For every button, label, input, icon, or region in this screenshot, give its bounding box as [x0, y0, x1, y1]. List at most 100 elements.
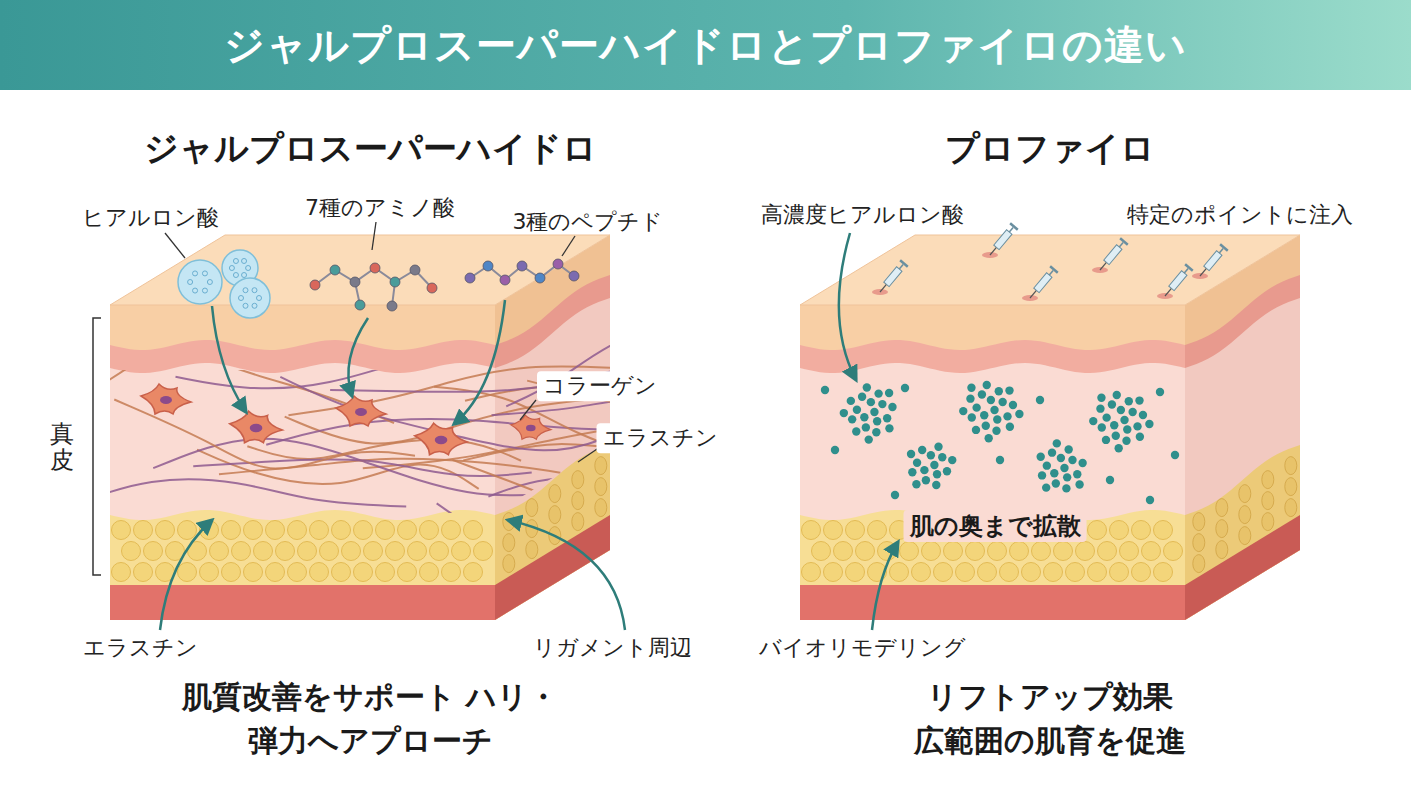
part-label: コラーゲン: [537, 371, 663, 401]
hyaluronic-dot: [1096, 404, 1104, 412]
hyaluronic-dot: [1009, 401, 1017, 409]
skin-layer-side: [1185, 275, 1300, 620]
fat-cell: [812, 542, 831, 561]
fat-cell: [549, 485, 561, 503]
hyaluronic-dot: [848, 415, 856, 423]
elastin-fiber: [175, 333, 509, 388]
hyaluronic-dot: [1036, 396, 1044, 404]
hyaluronic-dot: [982, 422, 990, 430]
chain-atom: [569, 271, 579, 281]
hyaluronic-dot: [1015, 410, 1023, 418]
fat-cell: [503, 534, 515, 552]
syringe-cap: [1009, 222, 1018, 230]
fat-cell: [846, 563, 865, 582]
fat-cell: [1285, 478, 1297, 496]
hyaluronic-dot: [912, 480, 920, 488]
hyaluronic-dot: [1114, 444, 1122, 452]
fat-cell: [386, 542, 405, 561]
fat-cell: [988, 542, 1007, 561]
fat-cell: [310, 563, 329, 582]
elastin-fiber: [80, 479, 406, 506]
syringe: [876, 259, 908, 295]
fat-cell: [1216, 541, 1228, 559]
layer-label: 真皮: [50, 421, 74, 474]
amino-acid-chain: [310, 263, 437, 311]
syringe-plunger: [1009, 227, 1013, 232]
part-label: エラスチン: [597, 423, 724, 453]
fat-cell: [134, 563, 153, 582]
fat-cell: [1216, 520, 1228, 538]
elastin-fiber: [488, 409, 805, 496]
pointer-arrow: [872, 542, 898, 630]
hyaluronic-dot: [972, 403, 980, 411]
syringe-needle: [1030, 290, 1036, 298]
syringe: [1026, 265, 1058, 301]
hyaluronic-dot: [1052, 479, 1060, 487]
fat-cell: [1132, 563, 1151, 582]
pointer-arrow: [212, 306, 246, 412]
syringe-needle: [880, 284, 886, 292]
collagen-fiber: [463, 413, 817, 461]
fat-cell: [572, 492, 584, 510]
hyaluronic-dot: [1057, 454, 1065, 462]
fat-cell: [1098, 542, 1117, 561]
hyaluronic-dot: [1037, 453, 1045, 461]
title-banner: [0, 0, 1411, 90]
chain-atom: [535, 273, 545, 283]
part-label: エラスチン: [83, 634, 198, 662]
hyaluronic-dot: [927, 451, 935, 459]
hyaluronic-dot: [1042, 483, 1050, 491]
fat-cell: [934, 563, 953, 582]
syringe-plunger: [1184, 268, 1188, 273]
skin-layer: [110, 363, 495, 620]
hyaluronic-dot: [862, 423, 870, 431]
chain-atom: [330, 265, 340, 275]
fat-cell: [222, 563, 241, 582]
syringe: [1161, 263, 1193, 299]
syringe-needle: [1100, 262, 1106, 270]
hyaluronic-dot: [1123, 425, 1131, 433]
panel-heading: プロファイロ: [945, 127, 1155, 170]
fat-cell: [1239, 527, 1251, 545]
hyaluronic-dot: [1106, 476, 1114, 484]
skin-layer-side: [1185, 298, 1300, 620]
fat-cell: [1000, 563, 1019, 582]
skin-block-right: [800, 222, 1300, 620]
fat-cell: [1054, 542, 1073, 561]
hyaluronic-dot: [852, 427, 860, 435]
hyaluronic-dot: [907, 450, 915, 458]
fat-cell: [254, 542, 273, 561]
leader-line: [165, 233, 185, 258]
hyaluronic-dot: [1098, 423, 1106, 431]
hyaluronic-dot: [1133, 422, 1141, 430]
cell-nucleus: [355, 408, 367, 416]
page-title: ジャルプロスーパーハイドロとプロファイロの違い: [224, 18, 1187, 73]
fat-cell: [1193, 555, 1205, 573]
leader-line: [562, 236, 575, 256]
fat-cell: [1088, 521, 1107, 540]
fat-cell: [1110, 563, 1129, 582]
pointer-arrow: [508, 520, 625, 630]
hyaluronic-dot: [883, 414, 891, 422]
fat-cell: [1142, 542, 1161, 561]
bubble-dot: [188, 280, 193, 285]
fat-cell: [1239, 506, 1251, 524]
skin-layer-side: [1185, 515, 1300, 620]
fat-cell: [298, 542, 317, 561]
syringe-needle: [990, 247, 996, 255]
bubble-dot: [193, 271, 198, 276]
skin-layer: [800, 340, 1185, 620]
bubble-dot: [202, 271, 207, 276]
fat-cell: [332, 563, 351, 582]
hyaluronic-dot: [996, 456, 1004, 464]
syringe-needle: [1200, 268, 1206, 276]
part-label: リガメント周辺: [533, 634, 692, 662]
syringe-cap: [1219, 243, 1228, 251]
chain-atom: [483, 261, 493, 271]
bubble-dot: [233, 273, 238, 278]
chain-atom: [350, 277, 360, 287]
fat-cell: [464, 563, 483, 582]
fat-cell: [200, 563, 219, 582]
hyaluronic-dot: [918, 446, 926, 454]
